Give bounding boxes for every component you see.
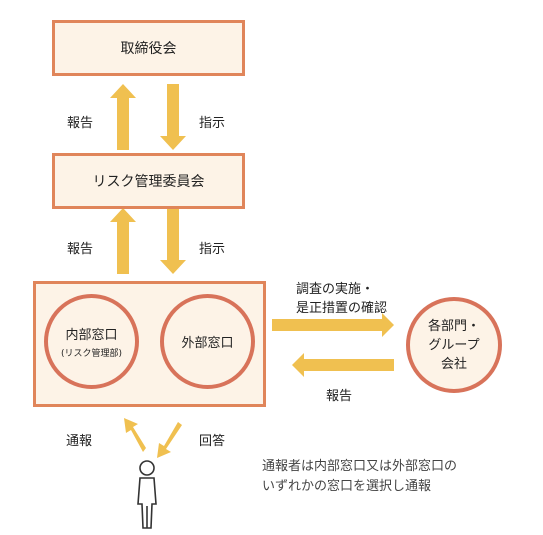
board-box: 取締役会 — [52, 20, 245, 76]
guidance-note: 通報者は内部窓口又は外部窓口の いずれかの窓口を選択し通報 — [262, 457, 457, 497]
board-label: 取締役会 — [120, 41, 177, 57]
arrow-reply — [157, 422, 182, 458]
internal-desk-circle: 内部窓口 (リスク管理部) — [44, 294, 139, 389]
whistleblower-person-icon — [137, 460, 157, 529]
guidance-note-line1: 通報者は内部窓口又は外部窓口の — [262, 459, 458, 474]
report-to-board-label: 報告 — [67, 116, 94, 131]
arrow-instruct-from-committee — [160, 208, 186, 274]
report-from-departments-label: 報告 — [326, 389, 353, 404]
risk-committee-box: リスク管理委員会 — [52, 153, 245, 209]
arrow-report-to-board — [110, 84, 136, 150]
instruct-from-board-label: 指示 — [199, 116, 226, 131]
investigate-label-line1: 調査の実施・ — [296, 282, 375, 297]
arrow-investigate — [272, 313, 394, 337]
reply-label: 回答 — [199, 434, 226, 449]
internal-desk-label: 内部窓口 — [65, 328, 118, 343]
arrow-whistleblow — [124, 418, 146, 452]
arrow-instruct-from-board — [160, 84, 186, 150]
investigate-label-line2: 是正措置の確認 — [296, 301, 388, 316]
departments-label-line1: 各部門・ — [427, 318, 480, 334]
arrow-report-to-committee — [110, 208, 136, 274]
instruct-from-committee-label: 指示 — [199, 242, 226, 257]
guidance-note-line2: いずれかの窓口を選択し通報 — [262, 479, 432, 494]
report-to-committee-label: 報告 — [67, 242, 94, 257]
departments-label-line3: 会社 — [440, 356, 467, 372]
departments-label-line2: グループ — [428, 337, 480, 353]
internal-desk-sublabel: (リスク管理部) — [60, 349, 123, 359]
departments-circle: 各部門・ グループ 会社 — [406, 297, 502, 393]
external-desk-circle: 外部窓口 — [160, 294, 255, 389]
whistleblow-label: 通報 — [66, 434, 93, 449]
arrow-report-from-departments — [292, 353, 394, 377]
risk-committee-label: リスク管理委員会 — [92, 174, 205, 190]
investigate-label: 調査の実施・ 是正措置の確認 — [296, 280, 387, 318]
external-desk-label: 外部窓口 — [181, 336, 234, 351]
